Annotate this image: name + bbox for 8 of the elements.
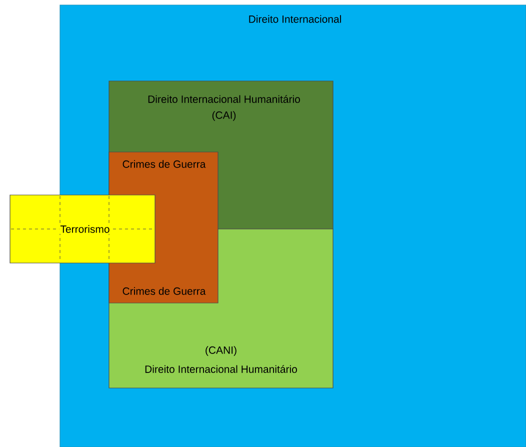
region-label: Terrorismo bbox=[59, 224, 111, 234]
region-label: Direito Internacional bbox=[249, 15, 341, 23]
region-label: Crimes de Guerra bbox=[122, 160, 206, 168]
region-label: (CAI) bbox=[212, 111, 236, 121]
region-label: (CANI) bbox=[206, 346, 236, 356]
region-label: Crimes de Guerra bbox=[122, 287, 206, 295]
region-label: Direito Internacional Humanitário bbox=[145, 365, 297, 373]
region-label: Direito Internacional Humanitário bbox=[148, 95, 300, 103]
